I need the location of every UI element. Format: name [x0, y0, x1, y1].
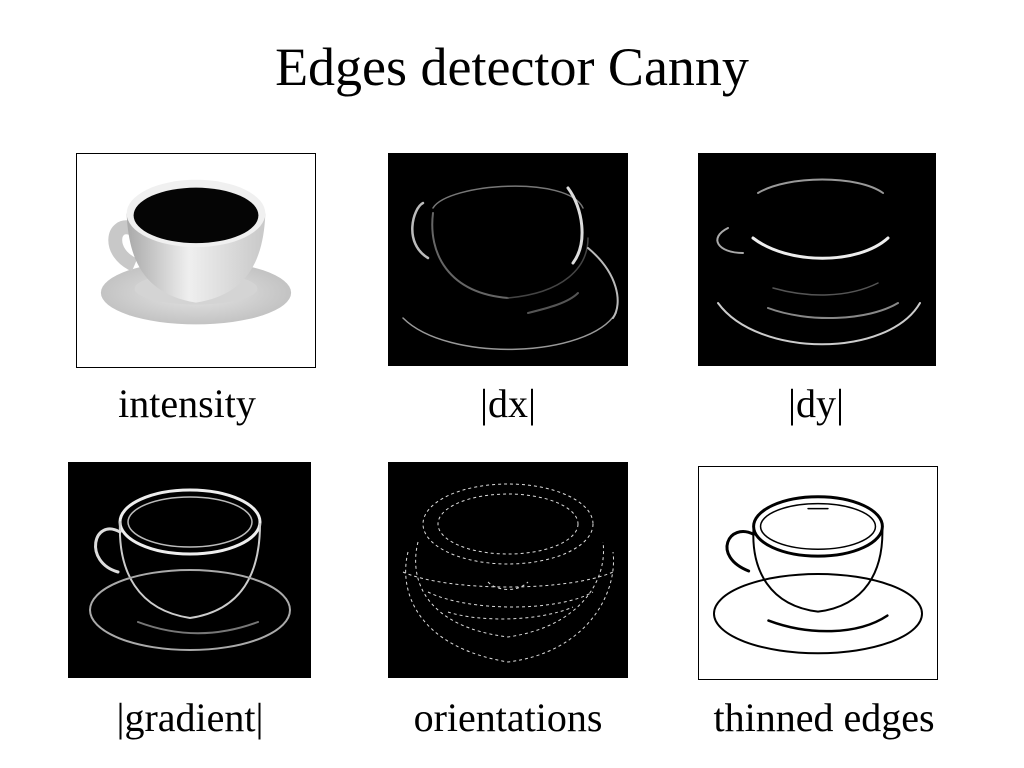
- orientations-caption: orientations: [413, 695, 603, 740]
- gradient-image: [68, 462, 311, 678]
- slide-title: Edges detector Canny: [275, 37, 749, 97]
- dy-image: [698, 153, 936, 366]
- dx-caption: |dx|: [479, 381, 536, 426]
- gradient-caption: |gradient|: [116, 695, 264, 740]
- thinned-edges-caption: thinned edges: [713, 695, 935, 740]
- orientations-image: [388, 462, 628, 678]
- intensity-caption: intensity: [118, 381, 256, 426]
- thinned-edges-image: [698, 466, 938, 680]
- intensity-image: [76, 153, 316, 368]
- dy-caption: |dy|: [787, 381, 844, 426]
- dx-image: [388, 153, 628, 366]
